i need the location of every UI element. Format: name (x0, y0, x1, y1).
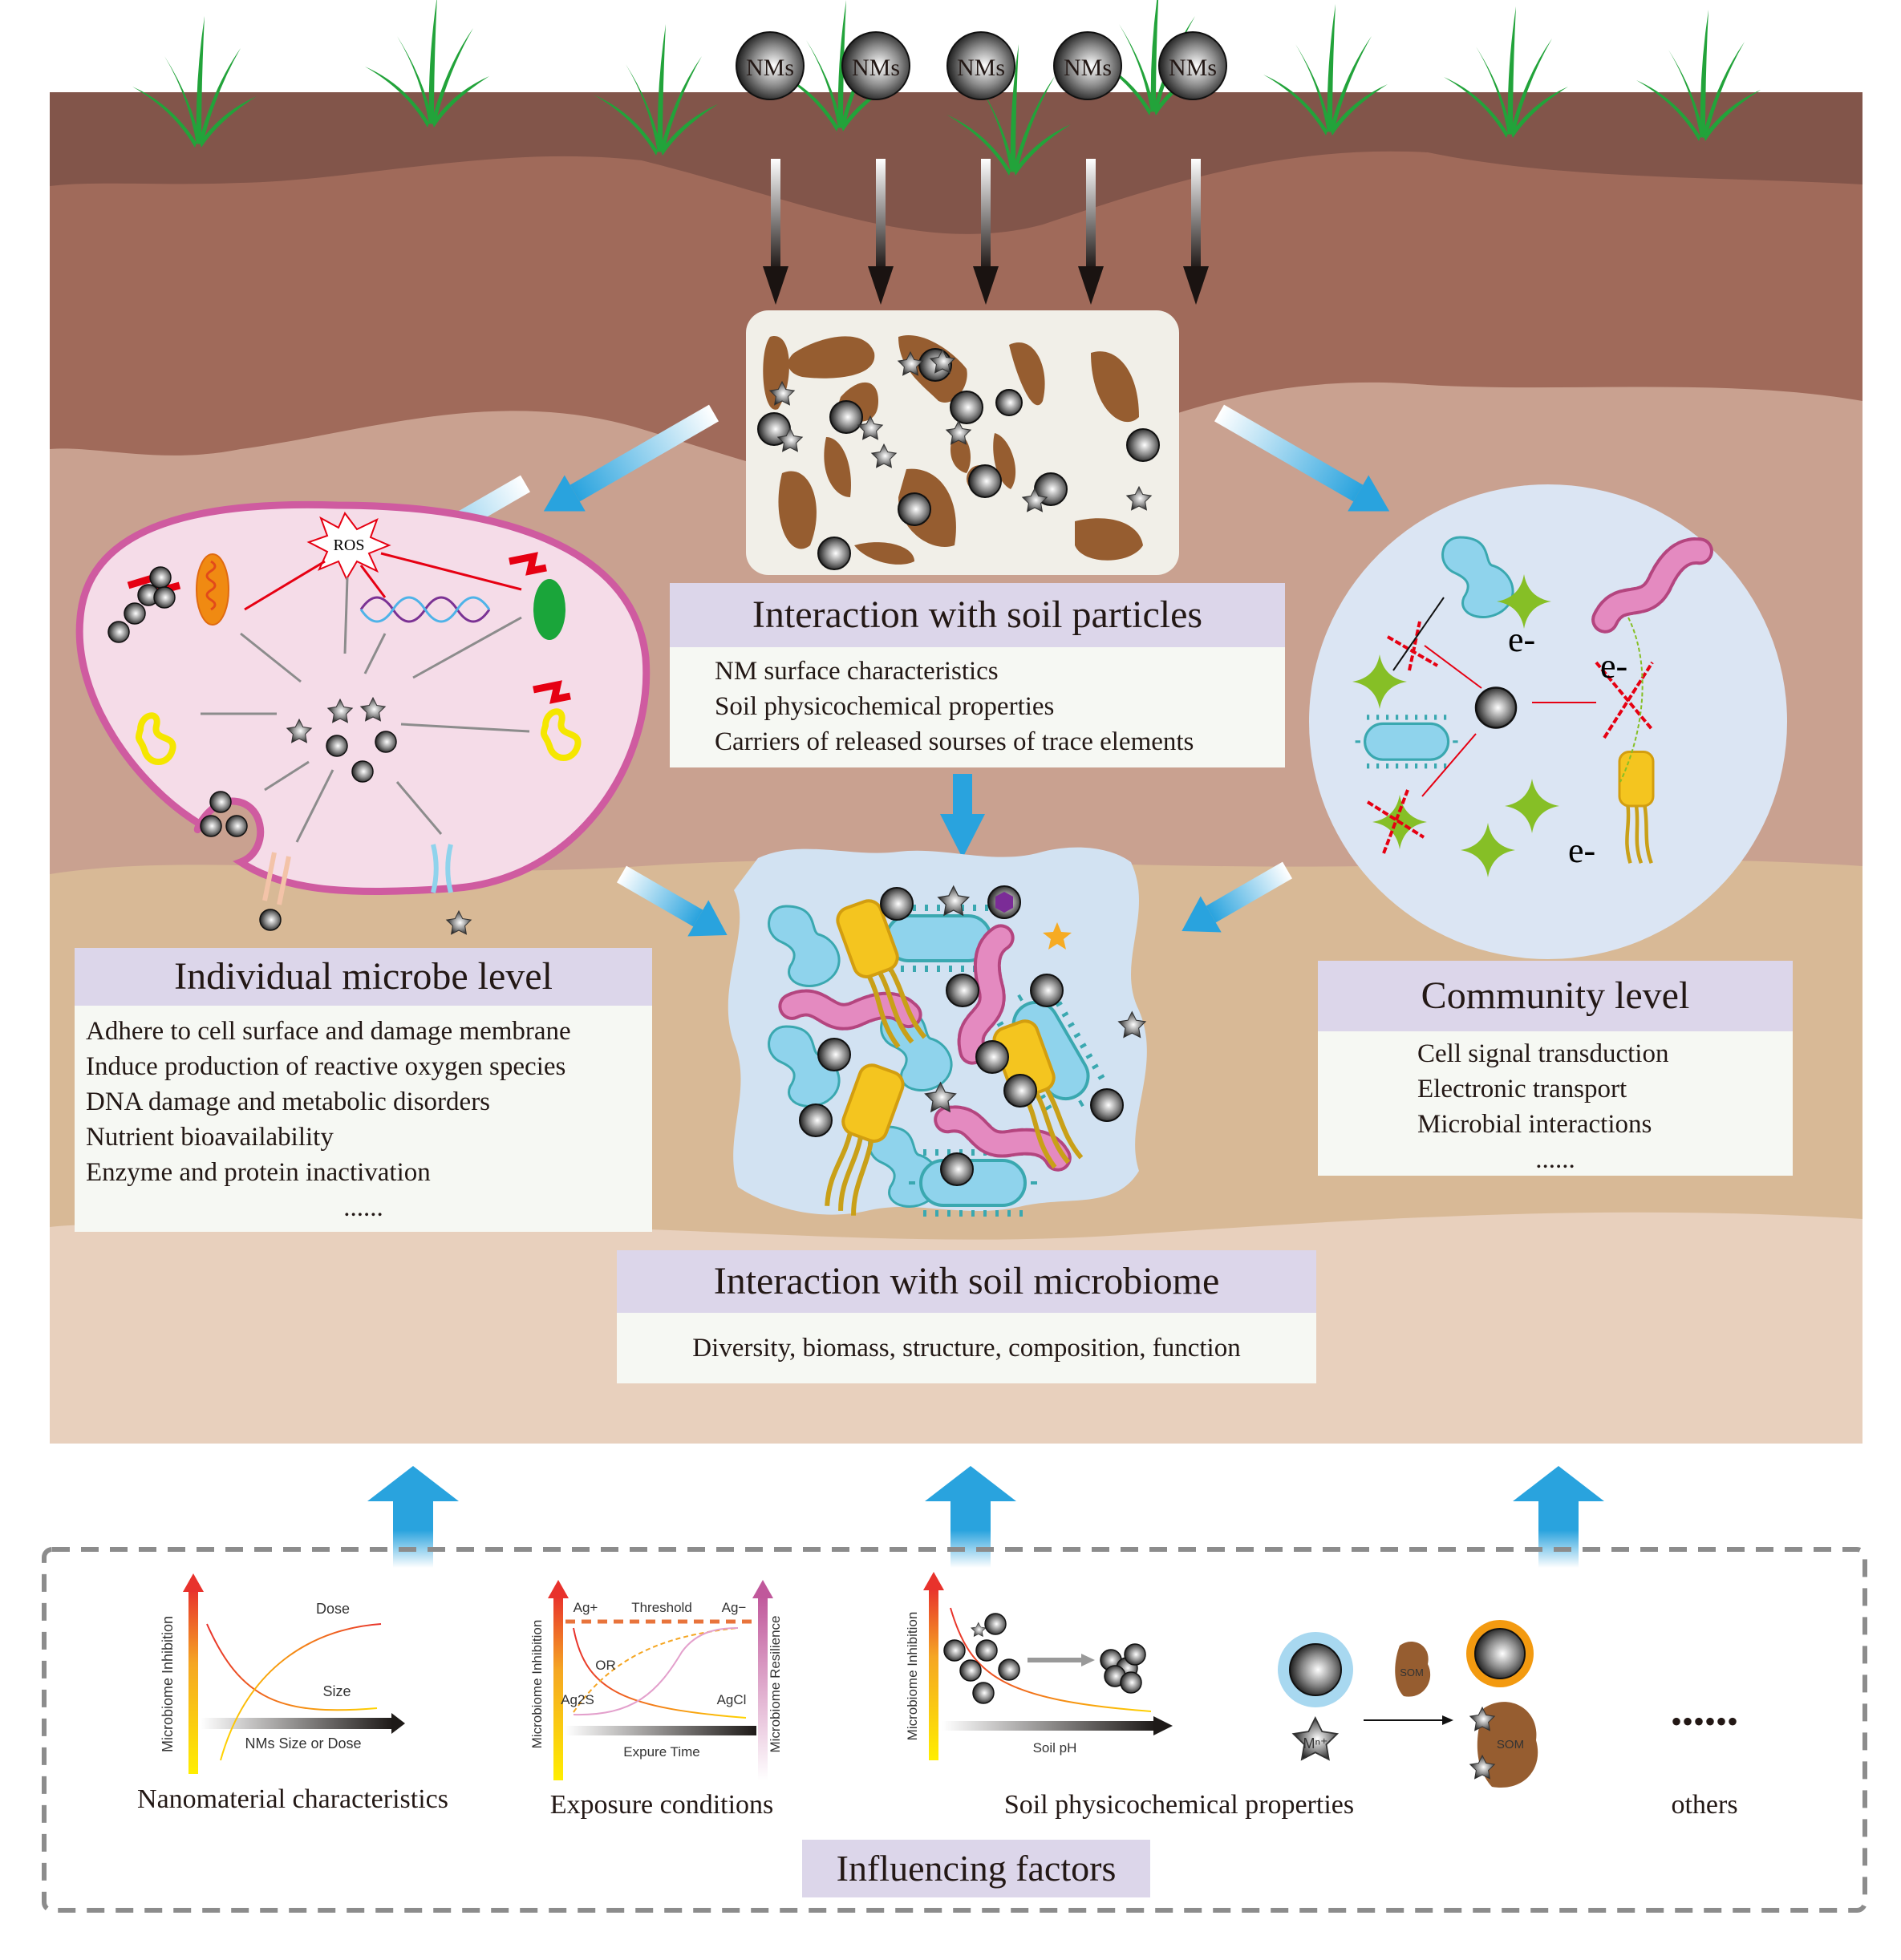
down-arrow (973, 159, 999, 305)
list-item: Microbial interactions (1417, 1110, 1652, 1139)
factor-chart-nanomaterial: Microbiome Inhibition Dose Size NMs Size… (160, 1573, 405, 1774)
list-item: Induce production of reactive oxygen spe… (86, 1052, 566, 1081)
soil-aggregates (763, 335, 1143, 565)
individual-level-title: Individual microbe level (75, 948, 652, 1006)
community-illustration: e- e- e- (1309, 484, 1787, 959)
nm-particle: NMs (946, 31, 1015, 100)
arrow-to-community (1214, 404, 1390, 512)
electron-label: e- (1508, 620, 1535, 659)
up-arrow (925, 1466, 1016, 1568)
list-item: Nutrient bioavailability (86, 1123, 334, 1152)
x-axis-label: Soil pH (1033, 1740, 1077, 1755)
annotation-label: Threshold (631, 1600, 692, 1615)
surface-nm-particles: NMs NMs NMs NMs NMs (736, 31, 1227, 100)
list-item: DNA damage and metabolic disorders (86, 1087, 491, 1116)
list-item: Cell signal transduction (1417, 1039, 1669, 1068)
others-ellipsis: •••••• (1671, 1703, 1738, 1739)
electron-label: e- (1600, 646, 1627, 686)
nm-particle: NMs (1053, 31, 1122, 100)
list-item: Enzyme and protein inactivation (86, 1158, 431, 1187)
community-level-list: Cell signal transduction Electronic tran… (1318, 1031, 1793, 1176)
ros-burst: ROS (306, 512, 391, 581)
som-label: SOM (1497, 1738, 1524, 1751)
factor-label-others: others (1671, 1790, 1738, 1820)
ion-label: Mⁿ⁺ (1303, 1735, 1327, 1751)
cell-illustration: ROS (75, 500, 651, 935)
y-axis-label: Microbiome Inhibition (529, 1620, 545, 1749)
factor-label-exposure: Exposure conditions (549, 1790, 774, 1820)
soil-particles-title: Interaction with soil particles (670, 583, 1285, 647)
nm-particle: NMs (841, 31, 910, 100)
factor-chart-exposure: Microbiome Inhibition Microbiome Resilie… (529, 1580, 783, 1780)
protein-icon (540, 708, 582, 761)
nm-particle-label: NMs (1169, 55, 1217, 81)
up-arrow (1513, 1466, 1604, 1568)
influencing-factors-box (42, 1547, 1867, 1913)
list-ellipsis: ...... (343, 1193, 383, 1222)
microbiome-illustration (728, 847, 1147, 1217)
soil-particles-illustration (746, 310, 1179, 575)
soil-layer-2 (50, 92, 1862, 492)
annotation-label: Ag+ (574, 1600, 598, 1615)
nm-particle: NMs (736, 31, 805, 100)
nm-particle-label: NMs (1064, 55, 1112, 81)
factor-arrows (367, 1466, 1604, 1568)
list-item: Adhere to cell surface and damage membra… (86, 1017, 571, 1046)
microbiome-title: Interaction with soil microbiome (617, 1250, 1316, 1313)
y-axis-label: Microbiome Inhibition (160, 1616, 176, 1752)
som-label: SOM (1400, 1666, 1424, 1679)
ros-label: ROS (334, 537, 365, 554)
nm-particle-label: NMs (746, 55, 794, 81)
infiltration-arrows (763, 159, 1209, 305)
list-item: Diversity, biomass, structure, compositi… (692, 1334, 1241, 1363)
ribosome-icon (533, 579, 565, 640)
y2-axis-label: Microbiome Resilience (768, 1615, 783, 1752)
list-item: NM surface characteristics (715, 657, 999, 686)
community-level-title: Community level (1318, 961, 1793, 1031)
soil-particles-list: NM surface characteristics Soil physicoc… (670, 647, 1285, 767)
down-arrow (1078, 159, 1104, 305)
list-item: Soil physicochemical properties (715, 692, 1055, 721)
down-arrow (763, 159, 788, 305)
nm-particle: NMs (1158, 31, 1227, 100)
list-ellipsis: ...... (1535, 1145, 1575, 1174)
curve-label: Dose (316, 1601, 350, 1617)
curve-label: Size (322, 1683, 351, 1699)
factor-label-soil: Soil physicochemical properties (1003, 1790, 1355, 1820)
soil-layer-1 (50, 92, 1862, 234)
annotation-label: Ag2S (561, 1692, 594, 1707)
som-schematic: Mⁿ⁺ SOM SOM (1278, 1620, 1538, 1788)
protein-icon (135, 712, 176, 765)
factor-label-nanomaterial: Nanomaterial characteristics (137, 1784, 448, 1814)
arrow-to-microbiome-right (1182, 861, 1292, 933)
annotation-label: AgCl (717, 1692, 747, 1707)
nm-particle-label: NMs (957, 55, 1005, 81)
annotation-label: OR (595, 1658, 616, 1673)
influencing-factors-title: Influencing factors (802, 1840, 1150, 1897)
nm-particle-label: NMs (852, 55, 900, 81)
factor-chart-soil-ph: Microbiome Inhibition Soil pH (905, 1572, 1173, 1760)
x-axis-label: Expure Time (623, 1744, 699, 1760)
electron-label: e- (1568, 831, 1595, 870)
annotation-label: Ag− (722, 1600, 747, 1615)
up-arrow (367, 1466, 459, 1568)
down-arrow (868, 159, 894, 305)
microbiome-list: Diversity, biomass, structure, compositi… (617, 1313, 1316, 1383)
down-arrow (1183, 159, 1209, 305)
individual-level-list: Adhere to cell surface and damage membra… (75, 1006, 652, 1232)
list-item: Carriers of released sourses of trace el… (715, 727, 1194, 756)
x-axis-label: NMs Size or Dose (245, 1735, 361, 1751)
arrow-to-microbiome-center (940, 774, 985, 858)
arrow-to-microbiome-left (617, 865, 728, 937)
list-item: Electronic transport (1417, 1075, 1627, 1104)
y-axis-label: Microbiome Inhibition (905, 1612, 920, 1741)
